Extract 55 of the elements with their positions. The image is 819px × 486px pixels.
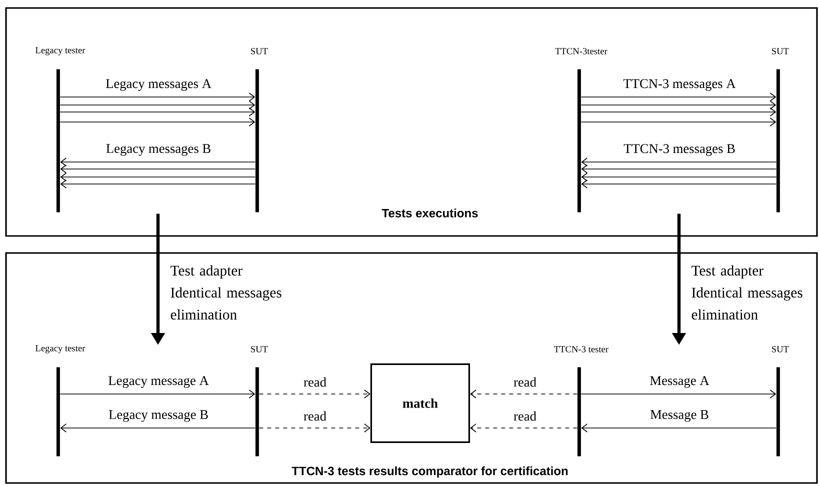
arrow — [60, 180, 256, 188]
node-label: TTCN-3tester — [555, 48, 608, 54]
lifeline: SUT — [251, 346, 268, 456]
edge-label: Legacy message A — [106, 374, 210, 390]
arrow — [581, 164, 777, 174]
node-label: SUT — [251, 48, 268, 54]
edge-label: read — [512, 410, 538, 422]
arrow — [581, 180, 777, 188]
arrow — [581, 172, 777, 182]
arrow — [470, 424, 578, 432]
arrow — [580, 108, 776, 116]
arrow — [580, 118, 776, 126]
edge-label: Test adapter Identical messages elimination — [170, 265, 282, 320]
arrow — [258, 390, 370, 398]
edge-label: read — [302, 376, 328, 388]
lifeline: Legacy tester — [35, 345, 86, 456]
edge-label: Message B — [648, 408, 710, 424]
arrow — [580, 100, 776, 110]
arrow — [60, 100, 256, 110]
arrow — [60, 164, 256, 174]
arrow — [60, 108, 256, 116]
arrow — [581, 158, 777, 166]
lifeline: SUT — [772, 48, 789, 212]
node-label: SUT — [251, 346, 268, 352]
node-label: SUT — [772, 48, 789, 54]
edge-label: Legacy messages B — [104, 142, 212, 158]
lifeline: TTCN-3 tester — [554, 346, 608, 456]
node-label: Legacy tester — [35, 47, 86, 56]
node-label: Legacy tester — [35, 345, 86, 354]
lifeline: TTCN-3tester — [555, 48, 608, 212]
lifeline: SUT — [772, 346, 789, 456]
edge-label: TTCN-3 messages A — [622, 78, 738, 92]
edge-label: Message A — [648, 374, 711, 390]
node-label: SUT — [772, 346, 789, 352]
arrow — [580, 92, 776, 102]
arrow — [60, 172, 256, 182]
edge-label: TTCN-3 messages B — [622, 142, 737, 158]
arrow — [258, 424, 370, 432]
arrow — [60, 118, 256, 126]
arrow — [581, 424, 777, 432]
node-label: TTCN-3 tester — [554, 346, 608, 352]
edge-label: read — [512, 376, 538, 388]
arrow — [60, 92, 256, 102]
arrow — [60, 390, 256, 398]
arrow — [580, 390, 776, 398]
arrow — [470, 390, 578, 398]
lifeline: Legacy tester — [35, 47, 86, 212]
match-box: match — [370, 363, 470, 443]
edge-label: read — [302, 410, 328, 422]
arrow — [60, 158, 256, 166]
edge-label: Legacy messages A — [104, 78, 213, 92]
edge-label: Test adapter Identical messages elimination — [692, 265, 802, 320]
edge-label: Legacy message B — [107, 408, 210, 424]
lifeline: SUT — [251, 48, 268, 212]
arrow — [60, 424, 256, 432]
